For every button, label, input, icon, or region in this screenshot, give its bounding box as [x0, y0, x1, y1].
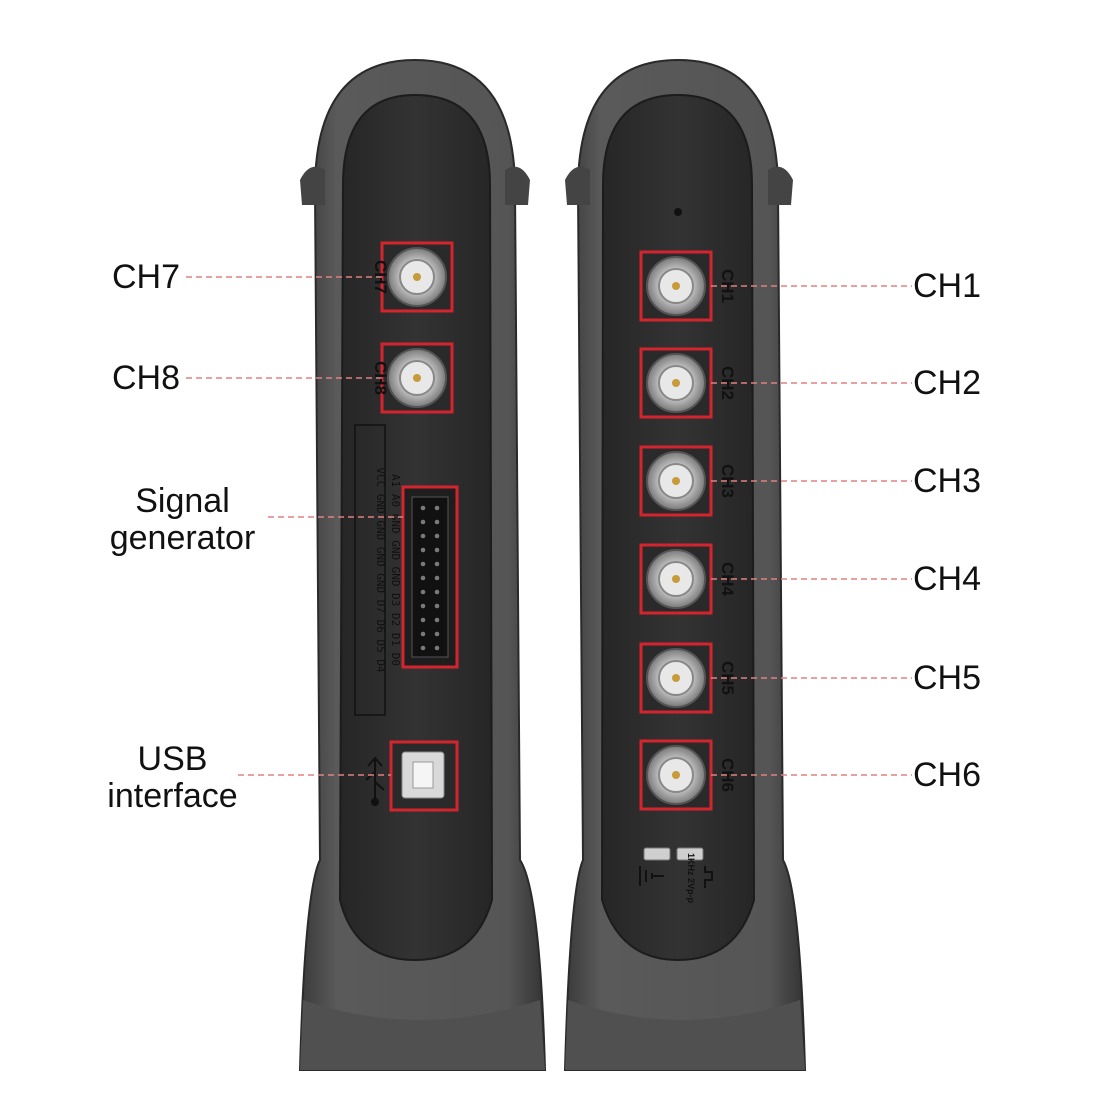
callout-signal-generator: Signal generator [95, 483, 270, 557]
pin-row-2: A1 A0 GND GND GND D3 D2 D1 D0 [389, 474, 402, 666]
ch1-marking: CH1 [718, 269, 737, 303]
signal-generator-header: VCC GND GND GND GND D7 D6 D5 D4 A1 A0 GN… [354, 424, 459, 716]
callout-signal-generator-line2: generator [109, 519, 256, 557]
ch4-marking: CH4 [718, 562, 737, 597]
ground-icon [639, 866, 664, 886]
callout-ch3: CH3 [913, 462, 982, 500]
callout-ch6: CH6 [913, 756, 982, 794]
callout-ch1: CH1 [913, 267, 982, 305]
ch3-marking: CH3 [718, 464, 737, 498]
usb-port [389, 740, 459, 812]
bnc-connector-ch4 [639, 543, 713, 615]
callout-signal-generator-line1: Signal [135, 482, 230, 520]
callout-usb-interface-line1: USB [137, 740, 208, 778]
usb-icon [365, 756, 385, 806]
bnc-connector-ch7 [380, 241, 454, 313]
callout-ch2: CH2 [913, 364, 982, 402]
ch6-marking: CH6 [718, 758, 737, 792]
calibration-terminals [643, 847, 704, 861]
bnc-connector-ch2 [639, 347, 713, 419]
ch5-marking: CH5 [718, 661, 737, 695]
pin-row-1: VCC GND GND GND GND D7 D6 D5 D4 [374, 467, 387, 673]
callout-ch4: CH4 [913, 560, 982, 598]
square-wave-icon [704, 866, 713, 888]
callout-ch8: CH8 [112, 359, 181, 397]
bnc-connector-ch3 [639, 445, 713, 517]
bnc-connector-ch5 [639, 642, 713, 714]
callout-usb-interface-line2: interface [107, 777, 238, 815]
callout-ch7: CH7 [112, 258, 181, 296]
bnc-connector-ch6 [639, 739, 713, 811]
callout-ch5: CH5 [913, 659, 982, 697]
callout-usb-interface: USB interface [90, 741, 255, 815]
ch2-marking: CH2 [718, 366, 737, 400]
calibration-marking: 1KHz 2Vp-p [686, 853, 696, 904]
bnc-connector-ch1 [639, 250, 713, 322]
leader-lines [186, 276, 912, 776]
bnc-connector-ch8 [380, 342, 454, 414]
indicator-hole [674, 208, 682, 216]
